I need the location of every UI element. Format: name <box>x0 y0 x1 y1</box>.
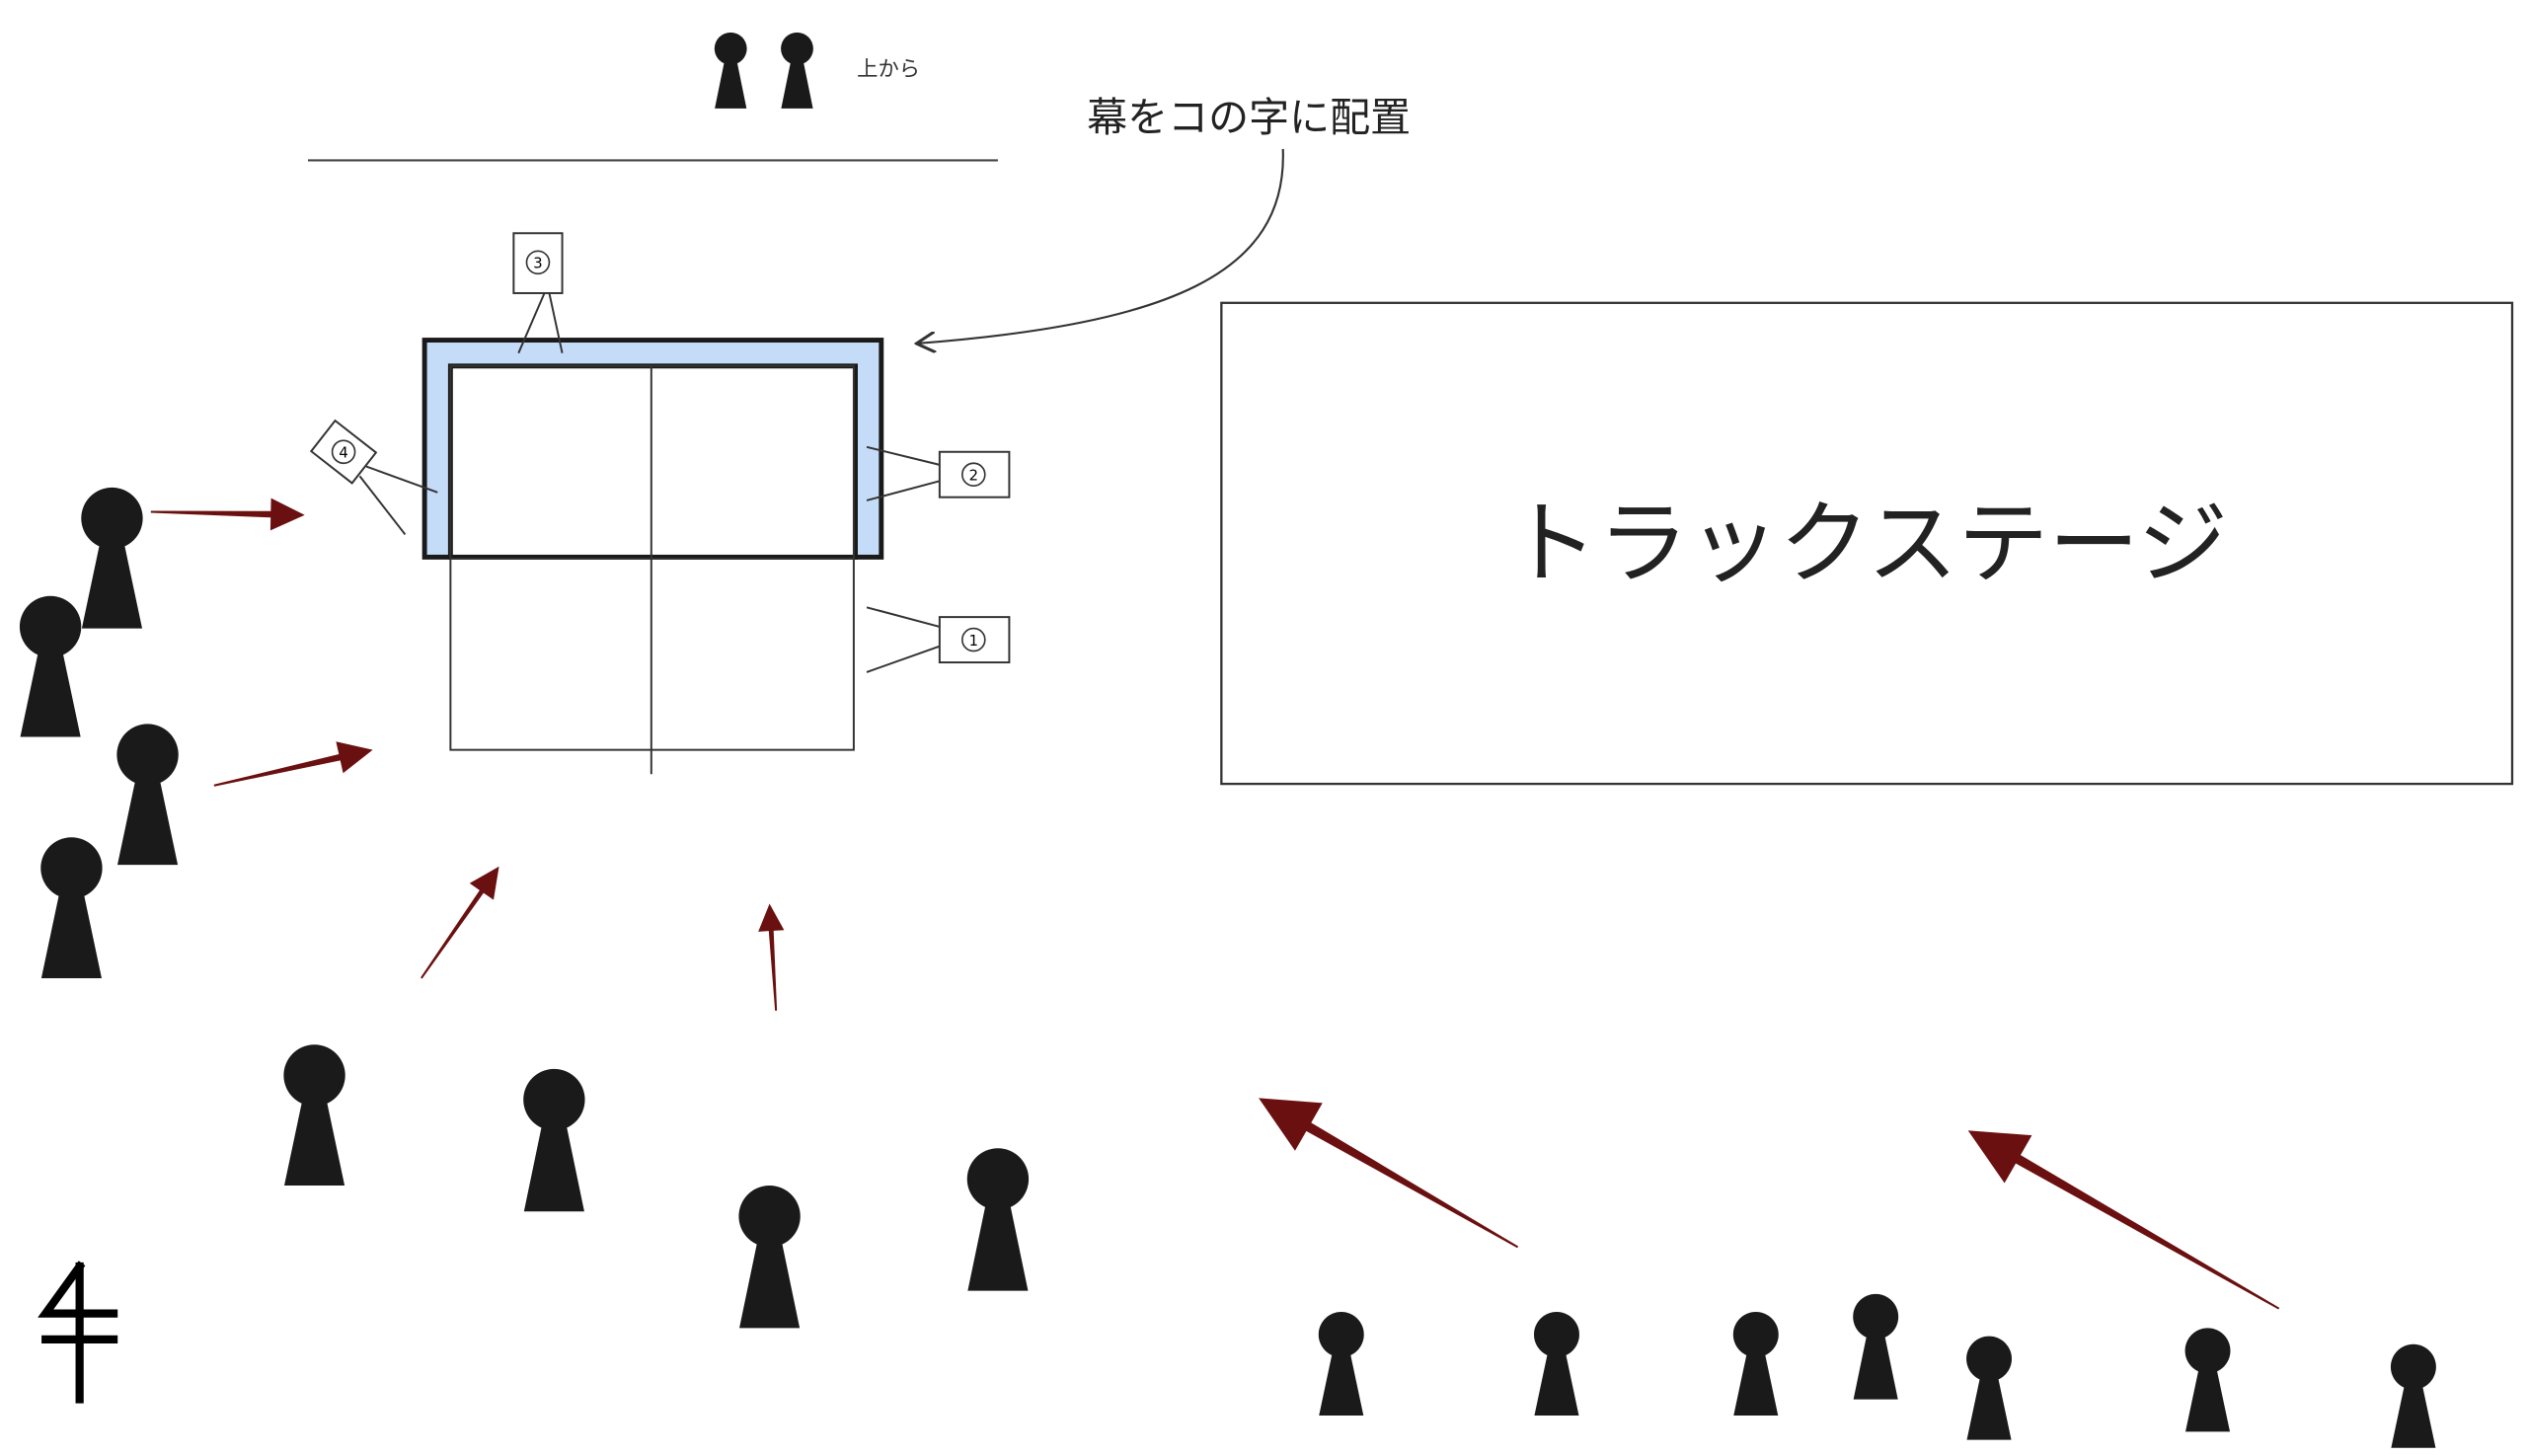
person-icon <box>19 595 82 737</box>
annotation-arrow <box>919 148 1284 344</box>
movement-arrow <box>150 498 305 531</box>
curtain-note: 幕をコの字に配置 <box>1087 94 1411 141</box>
person-icon <box>1966 1336 2013 1440</box>
person-icon <box>2184 1328 2231 1432</box>
person-icon <box>1533 1311 1579 1416</box>
camera-number: 1 <box>969 633 978 650</box>
movement-arrow <box>421 866 499 979</box>
camera-number: 3 <box>533 256 542 272</box>
movement-arrow <box>1259 1098 1519 1249</box>
person-icon <box>116 724 179 866</box>
person-icon <box>40 837 103 978</box>
person-icon <box>81 487 143 629</box>
movement-arrows <box>150 498 2280 1310</box>
movement-arrow <box>758 903 785 1011</box>
camera-2: 2 <box>866 445 1011 501</box>
camera-number: 2 <box>969 467 978 484</box>
person-icon <box>738 1186 801 1329</box>
person-icon <box>2390 1343 2436 1448</box>
camera-4: 4 <box>309 419 438 536</box>
person-icon <box>1732 1311 1779 1416</box>
person-icon <box>1853 1293 1899 1400</box>
person-icon <box>714 32 747 109</box>
movement-arrow <box>213 741 373 787</box>
person-icon <box>283 1044 345 1187</box>
floor-grid <box>449 364 855 775</box>
person-icon <box>523 1068 585 1212</box>
person-icon <box>1318 1311 1364 1416</box>
track-stage-box <box>1220 301 2514 786</box>
movement-arrow <box>1967 1130 2280 1310</box>
curtain-u-shape <box>421 338 884 560</box>
camera-number: 4 <box>339 445 347 462</box>
track-stage-label: トラックステージ <box>1507 491 2228 596</box>
person-icon <box>781 32 813 109</box>
camera-1: 1 <box>866 606 1011 673</box>
four-glyph-icon <box>38 1261 118 1404</box>
people-group <box>19 32 2436 1448</box>
camera-3: 3 <box>512 232 564 354</box>
top-view-label: 上から <box>857 57 920 82</box>
person-icon <box>966 1148 1030 1291</box>
